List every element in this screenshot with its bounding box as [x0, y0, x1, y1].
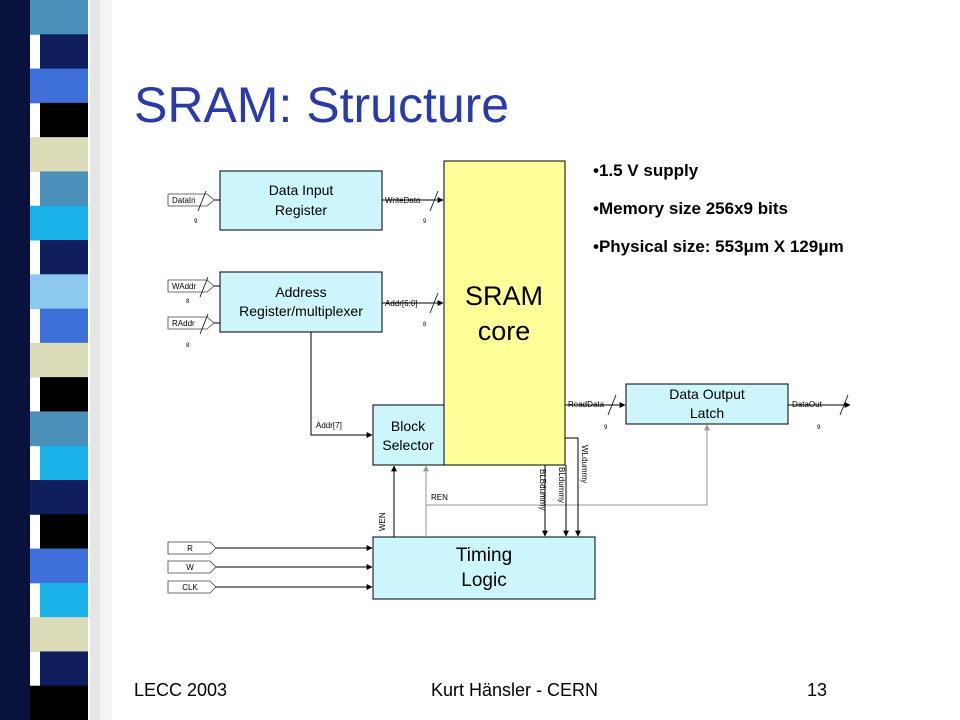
bullet-physical-size: Physical size: 553μm X 129μm [593, 234, 844, 272]
stripe-segment [40, 445, 88, 481]
readdata-width: 9 [604, 425, 608, 431]
block-selector-block: Block Selector [372, 404, 445, 466]
stripe-segment [30, 480, 88, 515]
stripe-segment [30, 0, 88, 35]
sram-core-line2: core [478, 316, 531, 346]
timing-logic-block: Timing Logic [372, 536, 596, 600]
readdata-label: ReadData [568, 400, 605, 409]
data-output-latch-line2: Latch [690, 405, 724, 421]
stripe-base [0, 0, 30, 720]
stripe-segment [30, 342, 88, 378]
ren-label: REN [431, 493, 448, 502]
stripe-segment [30, 411, 88, 447]
data-input-register-line1: Data Input [269, 182, 334, 198]
r-input-label: R [187, 544, 193, 553]
sram-core-block: SRAM core [443, 160, 566, 466]
stripe-segment [30, 68, 88, 104]
stripe-segment [30, 685, 88, 720]
addr-7-label: Addr[7] [316, 421, 342, 430]
address-register-line1: Address [275, 284, 326, 300]
footer-author: Kurt Hänsler - CERN [431, 680, 599, 700]
data-input-register-block: Data Input Register [219, 170, 383, 231]
data-input-register-line2: Register [275, 202, 327, 218]
stripe-segment [30, 137, 88, 172]
datain-width: 9 [194, 219, 198, 225]
block-selector-line1: Block [391, 418, 426, 434]
addr-6-0-label: Addr[6:0] [385, 299, 417, 308]
waddr-label: WAddr [172, 282, 196, 291]
address-register-block: Address Register/multiplexer [219, 271, 383, 333]
stripe-segment [40, 651, 88, 687]
stripe-segment [40, 377, 88, 412]
slide-title: SRAM: Structure [134, 77, 510, 133]
block-selector-line2: Selector [382, 437, 434, 453]
bullet-memory-size: Memory size 256x9 bits [593, 196, 844, 234]
footer-slide-number: 13 [807, 680, 828, 700]
wen-label: WEN [378, 512, 387, 531]
timing-logic-line2: Logic [461, 570, 506, 591]
stripe-segment [40, 171, 88, 207]
waddr-width: 8 [186, 299, 190, 305]
w-input-label: W [186, 563, 194, 572]
addr-6-0-width: 8 [423, 322, 427, 328]
stripe-segment [30, 617, 88, 652]
stripe-segment [30, 274, 88, 310]
spec-bullet-list: 1.5 V supply Memory size 256x9 bits Phys… [593, 158, 844, 272]
raddr-width: 8 [186, 343, 190, 349]
clk-input-label: CLK [182, 583, 198, 592]
stripe-segment [30, 548, 88, 584]
timing-logic-line1: Timing [456, 545, 512, 566]
stripe-segment [40, 308, 88, 344]
stripe-segment [40, 34, 88, 70]
stripe-shadow-outer [100, 0, 112, 720]
stripe-segment [30, 205, 88, 241]
decorative-stripe-bar [0, 0, 112, 720]
data-output-latch-line1: Data Output [669, 386, 745, 402]
data-output-latch-block: Data Output Latch [625, 383, 789, 425]
stripe-segment [40, 240, 88, 275]
blbdummy-label: BLBdummy [538, 469, 547, 510]
datain-label: DataIn [172, 196, 196, 205]
dataout-width: 9 [817, 425, 821, 431]
wldummy-label: WLdummy [580, 445, 589, 483]
dataout-label: DataOut [792, 400, 823, 409]
raddr-label: RAddr [172, 319, 195, 328]
stripe-segment [40, 102, 88, 138]
sram-core-line1: SRAM [465, 281, 543, 311]
bldummy-label: BLdummy [557, 467, 566, 503]
address-register-line2: Register/multiplexer [239, 303, 363, 319]
footer-conference: LECC 2003 [134, 680, 228, 700]
writedata-label: WriteData [385, 196, 421, 205]
stripe-segment [40, 514, 88, 550]
bullet-supply: 1.5 V supply [593, 158, 844, 196]
stripe-segment [40, 582, 88, 618]
writedata-width: 9 [423, 219, 427, 225]
